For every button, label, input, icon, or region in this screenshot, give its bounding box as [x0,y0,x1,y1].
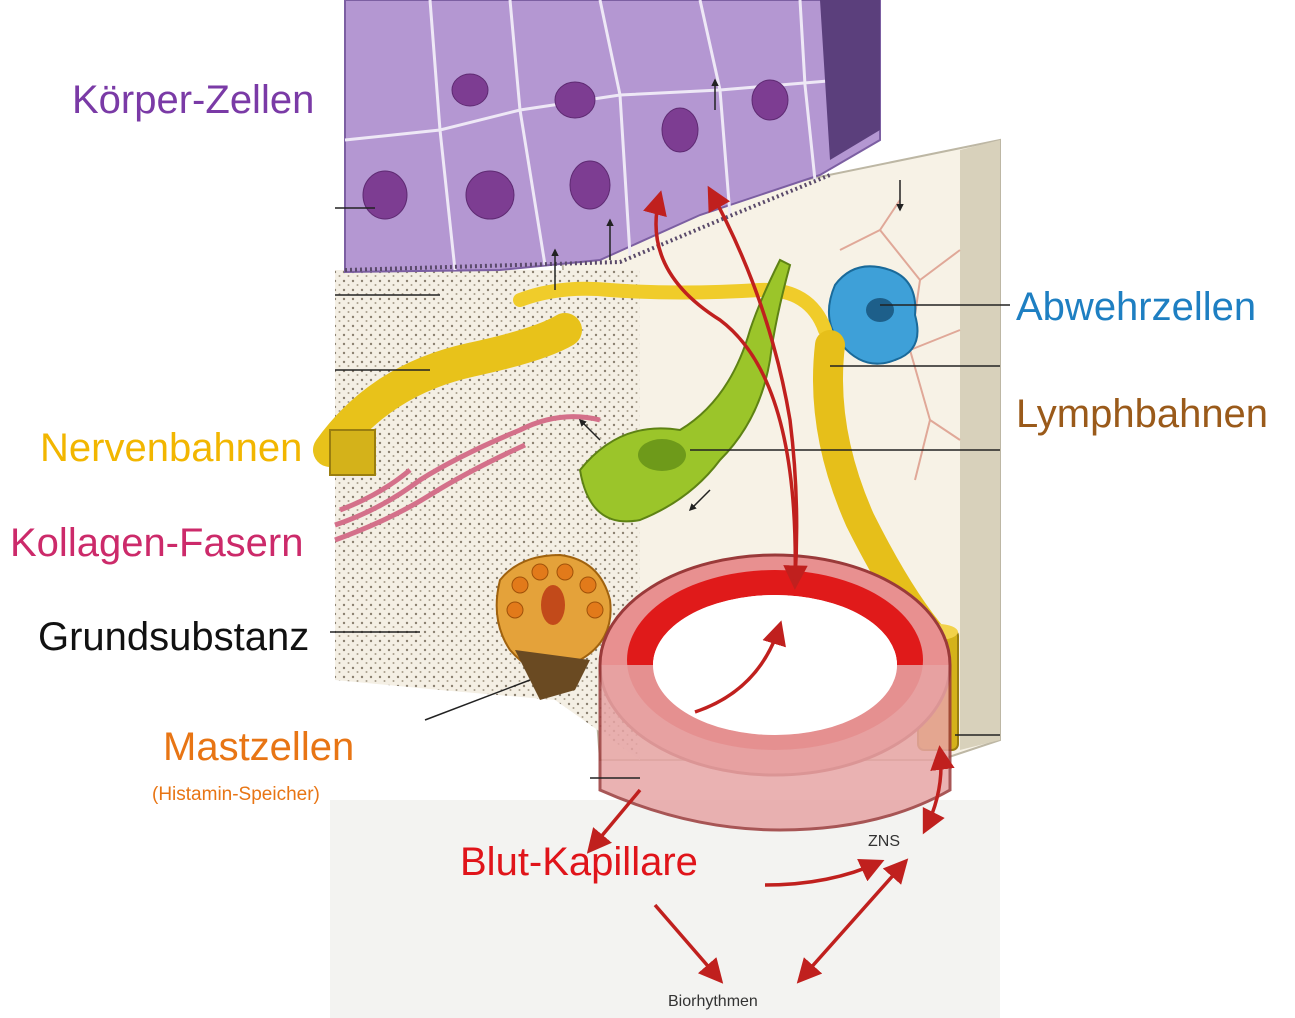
label-mastzellen: Mastzellen [163,727,354,767]
label-nervenbahnen: Nervenbahnen [40,428,302,468]
label-biorhythmen: Biorhythmen [668,994,758,1010]
label-kollagen-fasern: Kollagen-Fasern [10,523,304,563]
block-edge [960,140,1000,750]
label-abwehrzellen: Abwehrzellen [1016,287,1256,327]
label-grundsubstanz: Grundsubstanz [38,617,309,657]
label-koerper-zellen: Körper-Zellen [72,80,314,120]
label-zns: ZNS [868,834,900,850]
label-lymphbahnen: Lymphbahnen [1016,394,1268,434]
label-mastzellen-sub: (Histamin-Speicher) [152,785,320,804]
label-blut-kapillare: Blut-Kapillare [460,842,698,882]
